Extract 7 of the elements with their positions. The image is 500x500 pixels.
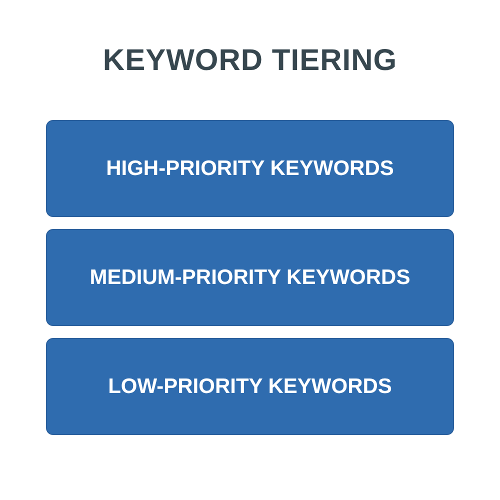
tier-box — [46, 120, 454, 217]
tier-label: LOW-PRIORITY KEYWORDS — [108, 374, 392, 398]
tier-label: HIGH-PRIORITY KEYWORDS — [106, 156, 394, 180]
tier-box — [46, 338, 454, 435]
tier-label: MEDIUM-PRIORITY KEYWORDS — [90, 266, 410, 290]
tier-box — [46, 229, 454, 326]
diagram-title: KEYWORD TIERING — [102, 44, 398, 78]
